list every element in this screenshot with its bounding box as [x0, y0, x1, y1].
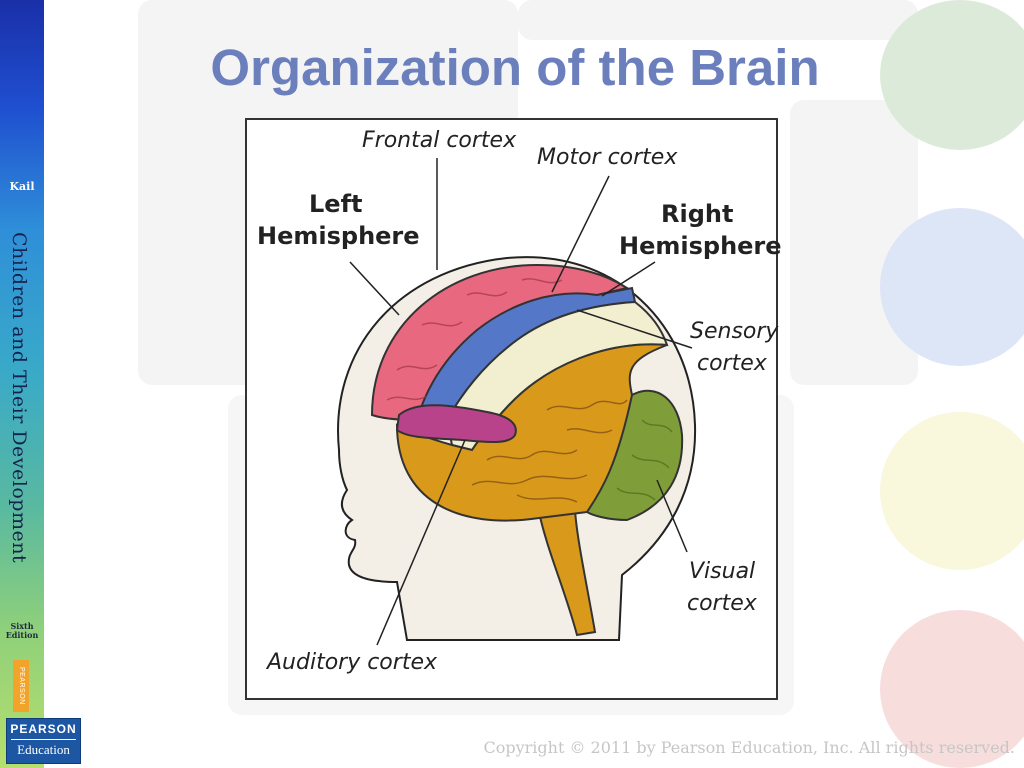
publisher-strip: PEARSON [13, 660, 29, 712]
brain-folds [471, 399, 628, 503]
logo-divider [11, 739, 76, 740]
slide-title: Organization of the Brain [210, 39, 820, 96]
label-visual-cortex-2: cortex [687, 591, 757, 616]
decorative-circle-blue [880, 208, 1024, 366]
visual-folds [616, 419, 673, 501]
logo-bottom-text: Education [17, 742, 70, 757]
parietal-temporal-lobe [395, 343, 668, 522]
auditory-band [395, 404, 517, 443]
book-edition: Sixth Edition [5, 621, 39, 640]
label-right-hemisphere-2: Hemisphere [619, 232, 782, 260]
logo-top-text: PEARSON [10, 722, 77, 736]
decorative-circle-pink [880, 610, 1024, 768]
book-spine [0, 0, 44, 768]
label-auditory-cortex: Auditory cortex [267, 650, 437, 675]
label-frontal-cortex: Frontal cortex [362, 128, 517, 153]
decorative-circle-yellow [880, 412, 1024, 570]
brain-illustration [337, 158, 697, 646]
label-sensory-cortex-1: Sensory [690, 319, 779, 344]
label-sensory-cortex-2: cortex [697, 351, 767, 376]
label-right-hemisphere-1: Right [661, 200, 734, 228]
label-left-hemisphere-1: Left [309, 190, 363, 218]
copyright-notice: Copyright © 2011 by Pearson Education, I… [483, 738, 1015, 757]
decorative-circle-green [880, 0, 1024, 150]
pearson-logo: PEARSON Education [6, 718, 81, 764]
label-visual-cortex-1: Visual [689, 559, 756, 584]
background-panel [518, 0, 918, 40]
occipital-lobe [585, 389, 684, 522]
label-left-hemisphere-2: Hemisphere [257, 222, 420, 250]
frontal-folds [386, 278, 563, 401]
book-author: Kail [9, 180, 35, 193]
brain-diagram: Frontal cortex Motor cortex Left Hemisph… [245, 118, 782, 700]
book-title: Children and Their Development [8, 232, 30, 564]
brain-stem [537, 508, 597, 637]
label-leader-lines [349, 158, 693, 646]
label-motor-cortex: Motor cortex [537, 145, 678, 170]
